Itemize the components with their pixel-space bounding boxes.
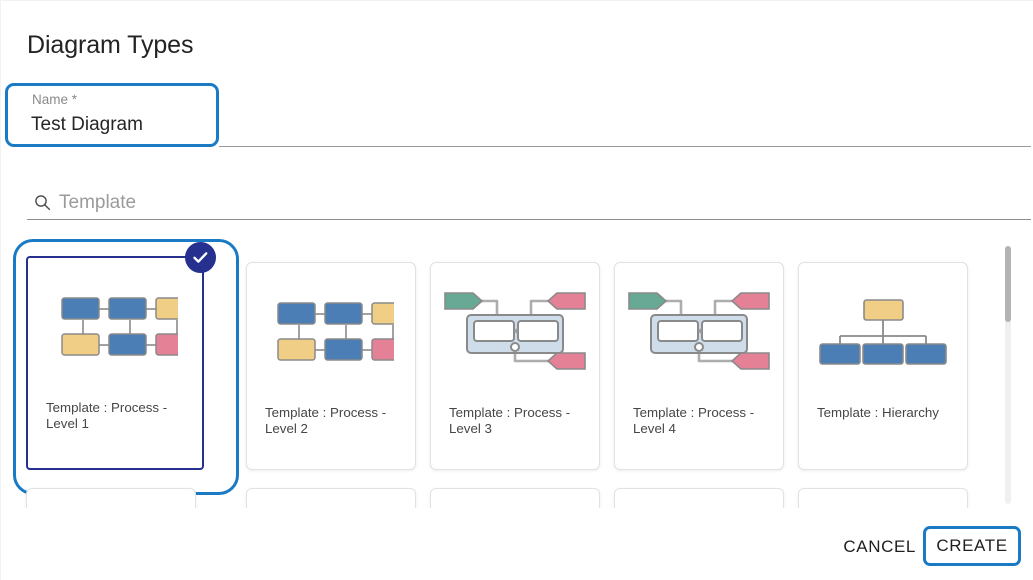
template-card-label: Template : Process - Level 4 — [633, 405, 755, 436]
cancel-button[interactable]: CANCEL — [839, 531, 920, 563]
scrollbar-thumb[interactable] — [1005, 246, 1011, 322]
template-search-group — [27, 189, 1031, 220]
check-circle-icon — [185, 242, 216, 273]
template-card-label: Template : Process - Level 1 — [46, 400, 168, 431]
name-input[interactable] — [31, 111, 201, 139]
template-card-process-level-4[interactable]: Template : Process - Level 4 — [614, 262, 784, 470]
template-thumbnail-process-swimlane — [431, 277, 599, 387]
name-field-underline — [219, 146, 1031, 147]
template-card-process-level-3[interactable]: Template : Process - Level 3 — [430, 262, 600, 470]
template-grid[interactable]: Template : Process - Level 1 — [1, 233, 1011, 508]
template-card-row2[interactable] — [798, 488, 968, 508]
template-card-process-level-1[interactable]: Template : Process - Level 1 — [26, 256, 204, 470]
template-card-hierarchy[interactable]: Template : Hierarchy — [798, 262, 968, 470]
template-thumbnail-process-grid — [28, 272, 202, 382]
template-card-label: Template : Process - Level 2 — [265, 405, 387, 436]
create-button[interactable]: CREATE — [923, 526, 1021, 566]
search-icon — [34, 194, 51, 211]
template-card-row2[interactable] — [430, 488, 600, 508]
template-search-input[interactable] — [59, 189, 559, 217]
template-card-row2[interactable] — [246, 488, 416, 508]
template-thumbnail-process-grid — [247, 277, 415, 387]
template-search-underline — [27, 219, 1031, 220]
name-field-group: Name * — [5, 83, 219, 147]
template-card-label: Template : Process - Level 3 — [449, 405, 571, 436]
template-thumbnail-process-swimlane — [615, 277, 783, 387]
name-field-label: Name * — [32, 92, 78, 107]
template-grid-scrollbar[interactable] — [1005, 246, 1011, 504]
template-card-row2[interactable] — [614, 488, 784, 508]
template-card-row2[interactable] — [26, 488, 196, 508]
template-thumbnail-hierarchy — [799, 277, 967, 387]
page-title: Diagram Types — [27, 31, 194, 59]
template-card-process-level-2[interactable]: Template : Process - Level 2 — [246, 262, 416, 470]
template-card-label: Template : Hierarchy — [817, 405, 939, 420]
